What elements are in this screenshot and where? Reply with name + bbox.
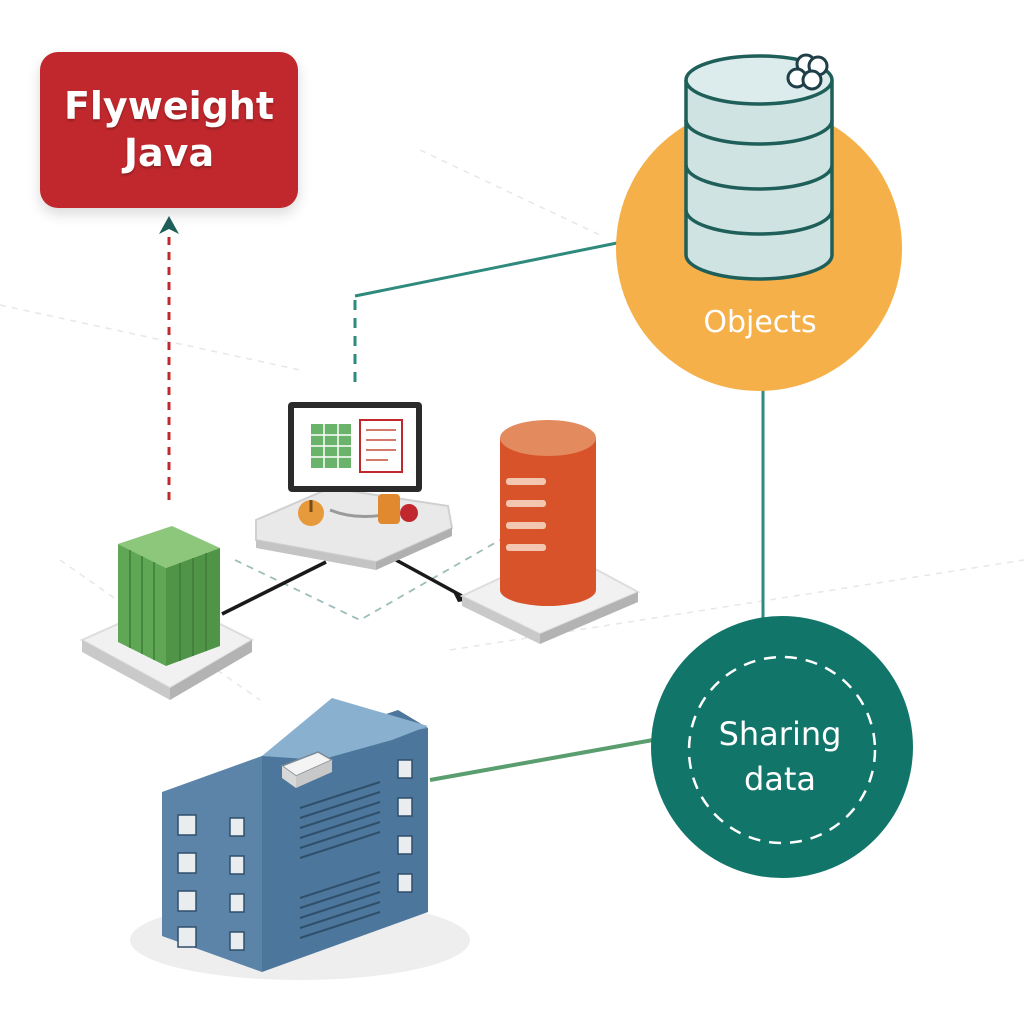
screen-doc-icon — [359, 419, 403, 473]
orange-cylinder-node — [459, 420, 641, 644]
screen-grid-icon — [311, 424, 351, 468]
connector-computer-objects — [353, 241, 618, 382]
sharing-label: Sharing data — [680, 712, 880, 802]
desk-objects-icon — [298, 494, 418, 526]
title-line-1: Flyweight — [63, 83, 275, 128]
sharing-label-line-2: data — [743, 759, 817, 798]
sharing-node — [651, 616, 913, 878]
connectors-black — [221, 558, 463, 616]
computer-node — [255, 402, 454, 570]
cluster-icon — [786, 53, 829, 91]
rooftop-unit-icon — [280, 751, 334, 788]
connector-building-sharing — [429, 738, 654, 782]
objects-label: Objects — [703, 305, 817, 340]
title-line-2: Java — [123, 131, 215, 175]
database-icon — [684, 54, 834, 281]
title-box: Flyweight Java — [40, 52, 298, 208]
arrow-to-title — [159, 216, 179, 500]
building-windows — [177, 759, 413, 951]
building-node — [130, 698, 470, 980]
green-block-node — [79, 526, 255, 700]
sharing-label-line-1: Sharing — [718, 715, 842, 753]
